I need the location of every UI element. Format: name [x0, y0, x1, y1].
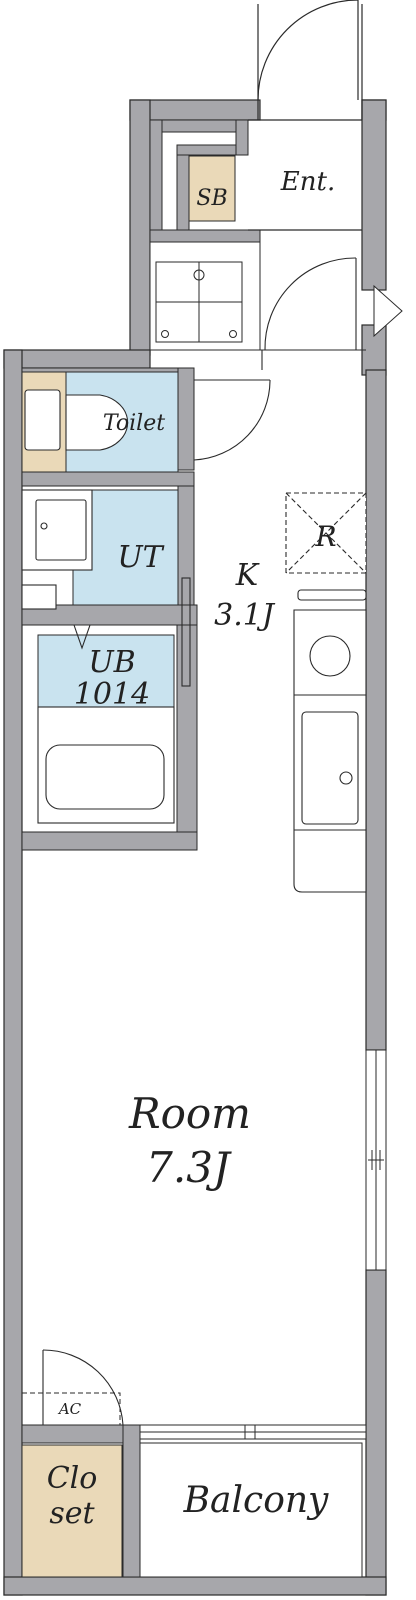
entrance-label: Ent.: [280, 167, 335, 197]
balcony-area: [139, 1442, 363, 1578]
kitchen-size-label: 3.1J: [214, 598, 276, 633]
kitchen-fixtures: [285, 492, 367, 893]
toilet-label: Toilet: [103, 411, 165, 436]
walls: [3, 99, 387, 1596]
room-name-label: Room: [128, 1089, 251, 1138]
aircon-label: AC: [57, 1400, 82, 1418]
closet-label-line1: Clo: [47, 1461, 98, 1496]
balcony-label: Balcony: [183, 1480, 329, 1521]
closet-label-line2: set: [49, 1496, 95, 1531]
utility-label: UT: [117, 540, 164, 575]
bath-name-label: UB: [88, 645, 135, 680]
entrance-door: [248, 0, 363, 231]
aircon-outline: [21, 1392, 121, 1426]
room-size-label: 7.3J: [146, 1143, 232, 1192]
utility-sink: [21, 489, 93, 610]
closet-area: [21, 1444, 123, 1578]
partitions: [21, 119, 367, 1578]
shoe-box-label: SB: [196, 186, 227, 211]
kitchen-name-label: K: [235, 558, 260, 593]
bath-tub: [37, 706, 175, 824]
laundry-space: [149, 241, 261, 351]
shoe-box-area: [188, 155, 236, 222]
windows: [139, 284, 403, 1440]
bath-size-label: 1014: [74, 677, 150, 712]
refrigerator-label: R: [314, 520, 336, 553]
doors: [42, 257, 366, 1426]
bath-area: [37, 634, 175, 708]
toilet-fixture: [24, 389, 129, 451]
